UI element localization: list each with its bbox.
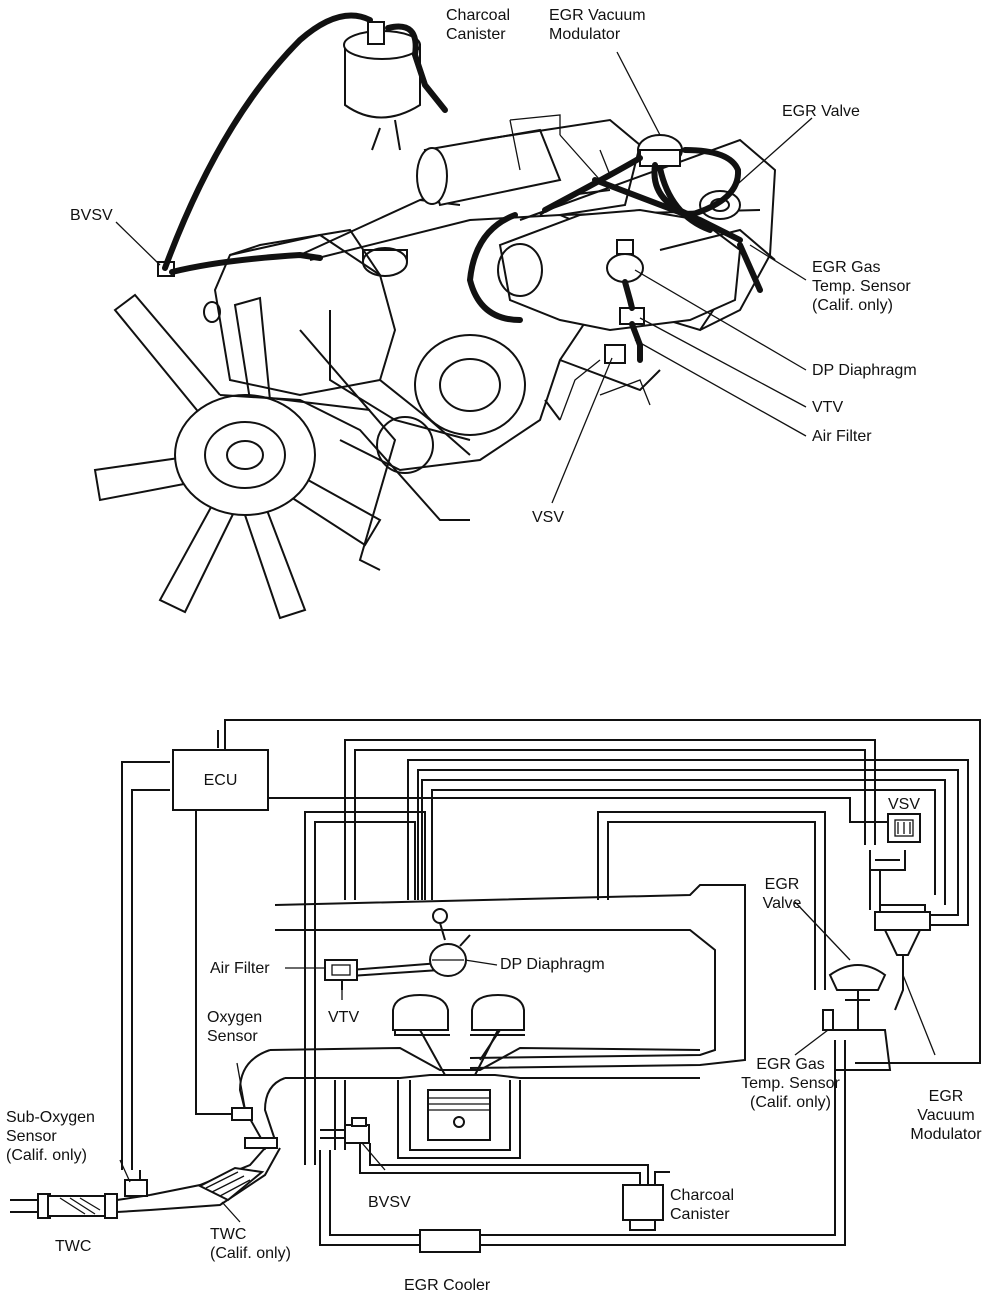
egr-valve-schematic (828, 964, 892, 1071)
label-twc-left: TWC (55, 1238, 92, 1255)
label-twc-calif: TWC (Calif. only) (210, 1226, 291, 1262)
ecu-box (172, 749, 269, 811)
label-bvsv-top: BVSV (70, 207, 113, 224)
label-air-filter-bottom: Air Filter (210, 960, 270, 977)
air-intake-duct (416, 118, 642, 216)
engine-cylinder (269, 993, 701, 1159)
label-egr-vacuum-modulator-bottom: EGR Vacuum Modulator (910, 1088, 982, 1143)
label-air-filter-top: Air Filter (812, 428, 872, 445)
label-egr-valve-top: EGR Valve (782, 103, 860, 120)
label-vtv-bottom: VTV (328, 1009, 360, 1026)
vacuum-hoses (162, 12, 763, 421)
charcoal-canister-schematic (622, 1171, 670, 1231)
vsv-part (604, 344, 626, 364)
exhaust-pipe (10, 1049, 286, 1219)
label-egr-gas-temp-sensor-bottom: EGR Gas Temp. Sensor (Calif. only) (741, 1056, 840, 1111)
label-egr-gas-temp-sensor-top: EGR Gas Temp. Sensor (Calif. only) (812, 259, 911, 314)
label-vsv-bottom: VSV (888, 796, 921, 813)
label-charcoal-canister-bottom: Charcoal Canister (670, 1187, 735, 1223)
charcoal-canister-part (343, 21, 448, 151)
vacuum-piping (304, 739, 969, 1165)
bvsv-schematic (320, 1117, 649, 1185)
label-bvsv-bottom: BVSV (368, 1194, 411, 1211)
label-ecu: ECU (203, 772, 238, 789)
egr-system-schematic (10, 719, 981, 1253)
label-dp-diaphragm-bottom: DP Diaphragm (500, 956, 605, 973)
label-egr-cooler: EGR Cooler (404, 1277, 491, 1294)
leader-lines-bottom (119, 901, 936, 1223)
engine-block (203, 138, 777, 571)
label-vtv-top: VTV (812, 399, 844, 416)
label-vsv-top: VSV (532, 509, 565, 526)
egr-cooler-pipe (319, 1040, 846, 1253)
egr-gas-temp-sensor-schematic (822, 1009, 834, 1031)
label-egr-vacuum-modulator-top: EGR Vacuum Modulator (549, 7, 646, 43)
label-oxygen-sensor: Oxygen Sensor (207, 1009, 263, 1045)
egr-vacuum-modulator-schematic (874, 904, 931, 1011)
leader-lines-top (115, 51, 813, 504)
dp-diaphragm-part (606, 239, 644, 283)
engine-illustration (93, 12, 813, 620)
label-sub-oxygen-sensor: Sub-Oxygen Sensor (Calif. only) (6, 1109, 95, 1164)
label-egr-valve-bottom: EGR Valve (762, 876, 802, 912)
egr-vacuum-modulator-part (637, 134, 683, 167)
throttle-body (429, 908, 471, 977)
vtv-schematic (324, 959, 358, 990)
cooling-fan (93, 293, 382, 620)
label-dp-diaphragm-top: DP Diaphragm (812, 362, 917, 379)
vsv-schematic (887, 813, 921, 843)
ecu-wiring (121, 719, 981, 1180)
label-charcoal-canister-top: Charcoal Canister (446, 7, 511, 43)
